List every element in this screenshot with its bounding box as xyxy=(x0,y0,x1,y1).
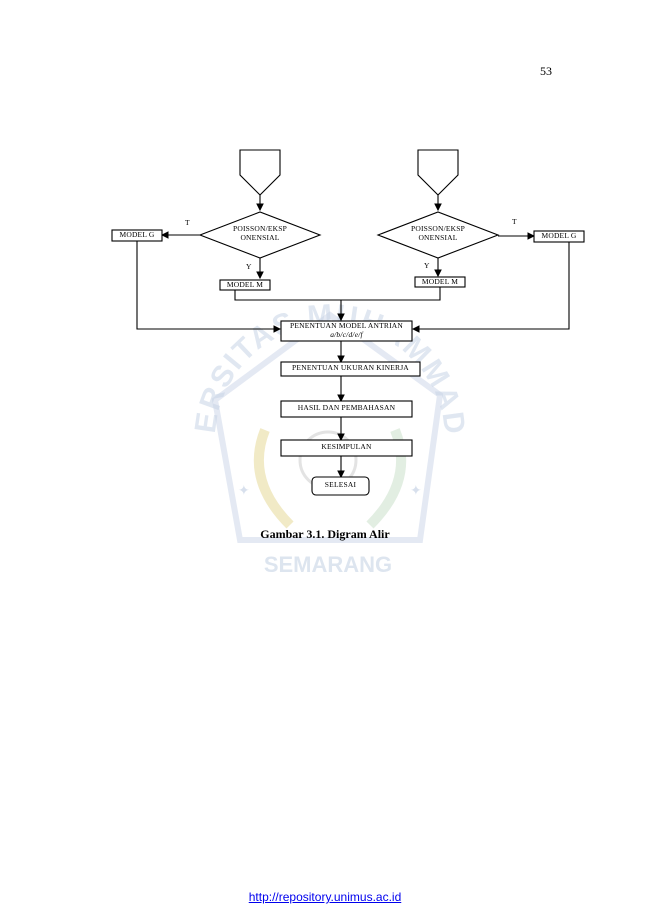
performance-box xyxy=(280,361,421,377)
right-model-m-label: MODEL M xyxy=(421,277,459,286)
finish-terminator xyxy=(311,476,370,496)
left-decision-diamond xyxy=(198,211,322,259)
page-number: 53 xyxy=(540,64,552,78)
queue-model-label: PENENTUAN MODEL ANTRIAN a/b/c/d/e/f xyxy=(289,321,404,339)
right-model-g-box xyxy=(533,230,585,243)
right-yes-label: Y xyxy=(424,261,430,270)
right-start-connector xyxy=(417,149,459,196)
left-model-m-box xyxy=(219,279,271,291)
left-model-m-label: MODEL M xyxy=(226,280,264,289)
right-model-g-line xyxy=(411,242,570,333)
figure-caption: Gambar 3.1. Digram Alir xyxy=(260,527,390,541)
left-model-g-line xyxy=(136,241,282,333)
left-yes-label: Y xyxy=(246,262,252,271)
repository-link[interactable]: http://repository.unimus.ac.id xyxy=(248,890,402,904)
results-label: HASIL DAN PEMBAHASAN xyxy=(297,403,396,412)
left-diamond-text: POISSON/EKSP ONENSIAL xyxy=(232,224,288,242)
right-model-m-merge xyxy=(341,287,441,301)
performance-label: PENENTUAN UKURAN KINERJA xyxy=(292,363,409,372)
right-no-label: T xyxy=(512,217,517,226)
results-box xyxy=(280,400,413,418)
left-model-g-label: MODEL G xyxy=(119,230,155,239)
conclusion-label: KESIMPULAN xyxy=(321,442,372,451)
finish-label: SELESAI xyxy=(324,480,357,489)
conclusion-box xyxy=(280,439,413,457)
right-model-g-label: MODEL G xyxy=(541,231,577,240)
right-decision-diamond xyxy=(376,211,500,259)
queue-model-box xyxy=(280,320,413,342)
left-model-m-merge xyxy=(234,290,341,301)
left-no-label: T xyxy=(185,218,190,227)
right-diamond-text: POISSON/EKSP ONENSIAL xyxy=(410,224,466,242)
left-start-connector xyxy=(239,149,281,196)
